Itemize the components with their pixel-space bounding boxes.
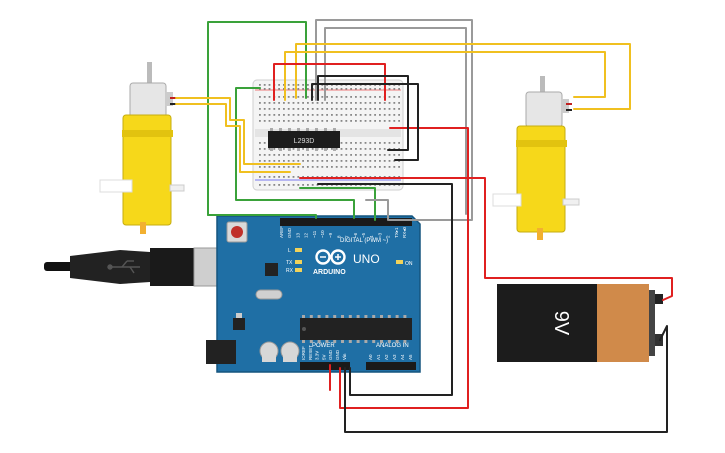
analog-pin-label: A4 [400,354,405,360]
wire-gray-pin [365,199,389,221]
power-header [300,362,350,370]
digital-pin-label: ~10 [320,230,325,238]
board-model: UNO [353,252,380,266]
atmega-chip [300,318,412,340]
led-label-rx: RX [286,268,294,274]
analog-header-label: ANALOG IN [376,343,409,349]
on-label: ON [405,261,413,267]
digital-pin-label: ~11 [312,230,317,238]
digital-pin-label: 4 [369,235,374,238]
digital-pin-label: 13 [295,232,300,238]
battery-9v: 9V [497,284,663,362]
power-pin-label: 5V [321,354,326,360]
wire-yellow-right2 [295,43,631,110]
analog-pin-label: A1 [376,354,381,360]
digital-pin-label: 8 [336,235,341,238]
digital-pin-label: ~6 [353,232,358,238]
wire-black-top2 [311,83,419,161]
wire-green-3 [299,187,376,221]
l293d-chip: L293D [268,128,340,151]
power-header-label: POWER [312,343,335,349]
wire-black-mid [317,183,453,396]
crystal [255,289,283,300]
led-indicators [295,248,403,272]
power-pin-label: GND [328,349,333,360]
wire-red-battery [299,177,673,301]
power-pin-label: IOREF [301,346,306,360]
digital-pin-label: AREF [279,226,284,238]
digital-header [280,218,412,226]
usb-cable [44,247,231,287]
power-pin-label: RESET [308,345,313,360]
digital-pin-label: ~3 [377,232,382,238]
wire-yellow-right [284,51,606,101]
wire-black-battery [344,325,668,433]
led-label-l: L [288,248,291,254]
analog-pin-label: A5 [408,354,413,360]
digital-pin-label: 12 [304,232,309,238]
digital-pin-label: ~9 [328,232,333,238]
battery-label: 9V [550,311,572,336]
wire-yellow-left [175,97,301,165]
power-pin-label: Vin [342,353,347,360]
digital-pin-label: 2 [386,235,391,238]
arduino-logo-icon [315,249,346,265]
power-jack [206,340,236,364]
left-motor [99,62,185,234]
digital-header-label: DIGITAL (PWM ~) [340,238,388,244]
chip-label: L293D [294,138,315,145]
digital-pin-label: 7 [345,235,350,238]
analog-pin-label: A3 [392,354,397,360]
wire-green-pin [207,214,317,219]
analog-pin-label: A0 [368,354,373,360]
usb-controller-chip [265,263,278,276]
wires [175,19,673,433]
wire-green-left [235,87,355,219]
digital-pin-label: TX▸1 [394,227,399,238]
wire-red-top [273,63,386,101]
power-pin-label: GND [335,349,340,360]
wire-red-right [339,127,469,409]
wire-yellow-left2 [175,103,291,173]
right-motor [492,76,580,240]
wire-green-top [207,21,307,216]
digital-pin-label: ~5 [361,232,366,238]
wire-gray-top [315,19,473,221]
voltage-regulator [233,318,245,330]
arduino-logo-text: ARDUINO [313,269,346,276]
led-label-tx: TX [286,260,293,266]
power-pin-label: 3.3V [315,351,320,360]
usb-icon [107,260,140,274]
digital-pin-label: GND [287,227,292,238]
analog-header [366,362,416,370]
analog-pin-label: A2 [384,354,389,360]
digital-pin-label: RX◂0 [402,226,407,238]
